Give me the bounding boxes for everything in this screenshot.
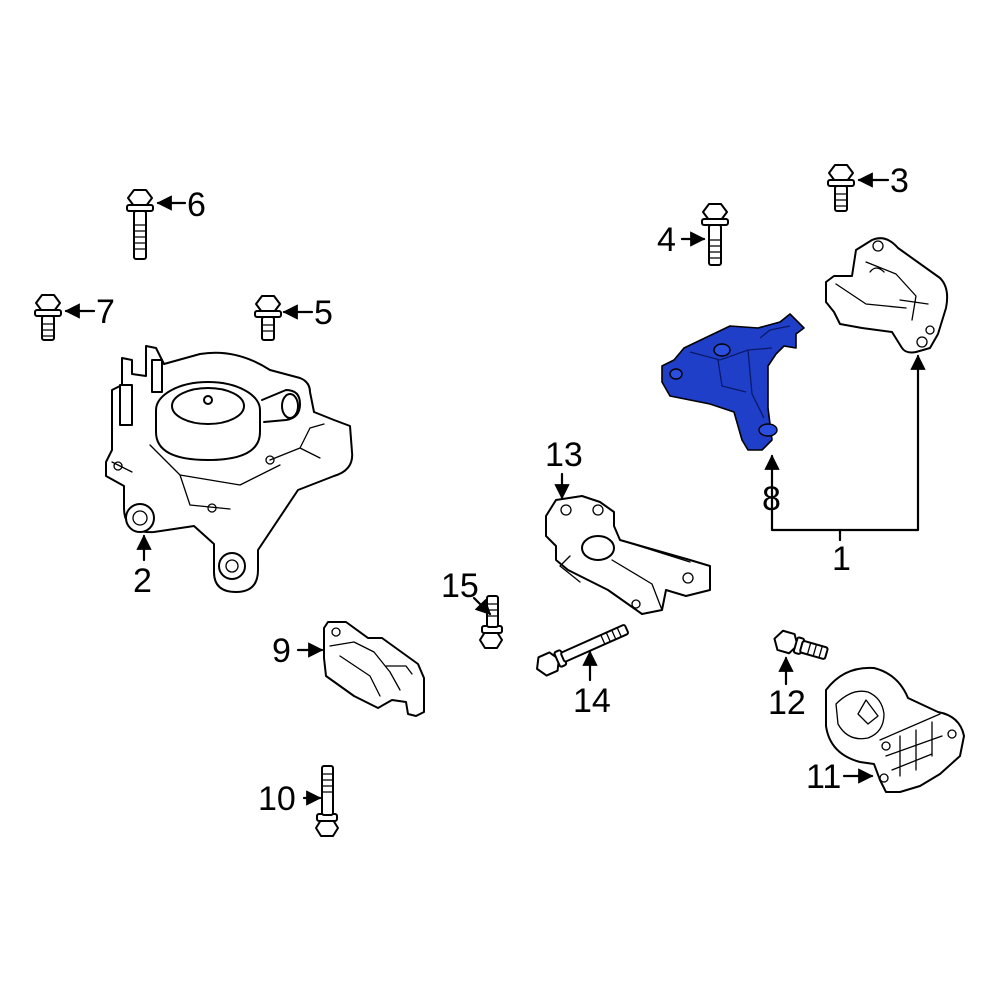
bolt-7[interactable] bbox=[34, 294, 62, 341]
callout-12: 12 bbox=[768, 684, 806, 722]
callout-5: 5 bbox=[314, 294, 333, 332]
callout-6: 6 bbox=[187, 186, 206, 224]
mount-11[interactable] bbox=[825, 666, 965, 793]
bolt-10[interactable] bbox=[315, 765, 339, 837]
callout-2: 2 bbox=[133, 562, 152, 600]
callout-7: 7 bbox=[96, 293, 115, 331]
bracket-8-highlighted[interactable] bbox=[661, 313, 805, 451]
leader-lines bbox=[64, 172, 926, 806]
bolt-6[interactable] bbox=[126, 189, 154, 260]
callout-15: 15 bbox=[441, 567, 479, 605]
callout-10: 10 bbox=[258, 780, 296, 818]
callout-9: 9 bbox=[272, 632, 291, 670]
callout-1: 1 bbox=[832, 540, 851, 578]
bolt-15[interactable] bbox=[479, 595, 503, 649]
bolt-5[interactable] bbox=[254, 295, 282, 341]
engine-mount-1[interactable] bbox=[825, 237, 949, 354]
bolt-14[interactable] bbox=[533, 620, 631, 678]
callout-13: 13 bbox=[545, 436, 583, 474]
callout-4: 4 bbox=[657, 221, 676, 259]
bracket-13[interactable] bbox=[545, 495, 711, 615]
callout-11: 11 bbox=[806, 758, 841, 796]
mount-9[interactable] bbox=[323, 621, 425, 717]
engine-mount-2[interactable] bbox=[105, 345, 354, 593]
bolt-3[interactable] bbox=[827, 164, 855, 212]
callout-8: 8 bbox=[762, 480, 781, 518]
callout-3: 3 bbox=[890, 162, 909, 200]
callout-14: 14 bbox=[573, 682, 611, 720]
bolt-12[interactable] bbox=[772, 629, 829, 663]
callout-labels: 1 2 3 4 5 6 7 8 9 10 11 12 13 14 15 bbox=[96, 162, 909, 818]
bolt-4[interactable] bbox=[701, 203, 729, 266]
